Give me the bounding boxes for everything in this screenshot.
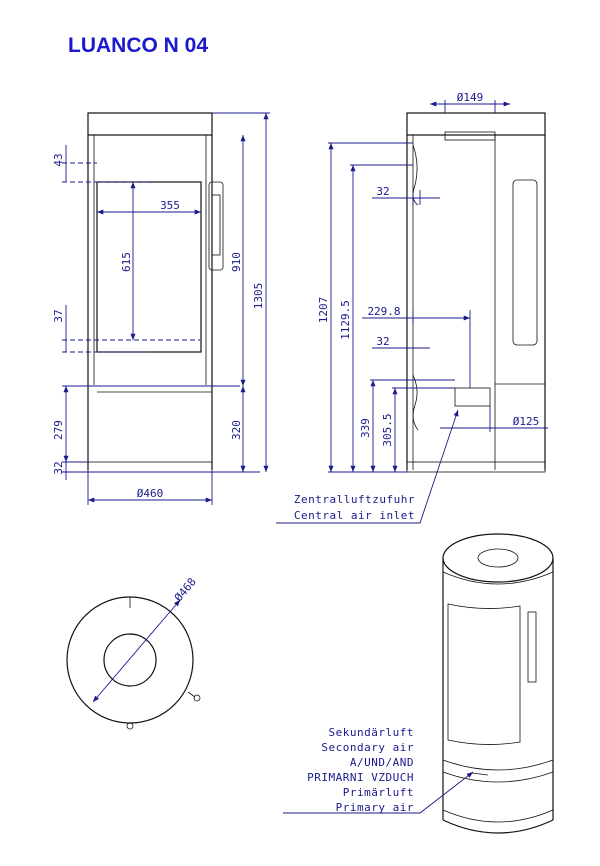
dim-339: 339 <box>359 418 372 438</box>
dim-32-side-top: 32 <box>376 185 389 198</box>
primary-de: Primärluft <box>343 786 414 799</box>
dim-37: 37 <box>52 309 65 322</box>
dim-32-front: 32 <box>52 461 65 474</box>
flue-opening <box>103 633 157 687</box>
dim-1129-5: 1129.5 <box>339 300 352 340</box>
dim-1207: 1207 <box>317 297 330 324</box>
secondary-en: Secondary air <box>321 741 414 754</box>
central-air-en: Central air inlet <box>294 509 415 522</box>
secondary-de: Sekundärluft <box>329 726 414 739</box>
side-view: Ø149 32 1207 1129.5 229.8 32 339 305.5 <box>317 91 548 473</box>
central-air-de: Zentralluftzufuhr <box>294 493 415 506</box>
dim-279: 279 <box>52 420 65 440</box>
dim-43: 43 <box>52 153 65 166</box>
dim-460: Ø460 <box>137 487 164 500</box>
and-line: A/UND/AND <box>350 756 414 769</box>
dim-910: 910 <box>230 252 243 272</box>
dim-125: Ø125 <box>513 415 540 428</box>
dim-229-8: 229.8 <box>367 305 400 318</box>
dim-320: 320 <box>230 420 243 440</box>
front-view: 43 355 615 37 910 1305 279 320 32 Ø460 <box>52 112 270 505</box>
dim-149: Ø149 <box>457 91 484 104</box>
dim-355: 355 <box>160 199 180 212</box>
isometric-view <box>442 533 554 834</box>
primary-en: Primary air <box>336 801 414 814</box>
dim-468: Ø468 <box>172 575 199 604</box>
dim-32-side-mid: 32 <box>376 335 389 348</box>
top-view: Ø468 <box>66 575 201 730</box>
air-notes: Sekundärluft Secondary air A/UND/AND PRI… <box>283 726 474 814</box>
air-inlet-duct <box>454 387 491 407</box>
dim-305-5: 305.5 <box>381 413 394 446</box>
dim-615: 615 <box>120 252 133 272</box>
primary-cz: PRIMARNI VZDUCH <box>307 771 414 784</box>
door-handle <box>208 181 224 271</box>
dim-1305: 1305 <box>252 283 265 310</box>
central-air-note: Zentralluftzufuhr Central air inlet <box>276 409 459 524</box>
drawing-title: LUANCO N 04 <box>68 34 208 57</box>
